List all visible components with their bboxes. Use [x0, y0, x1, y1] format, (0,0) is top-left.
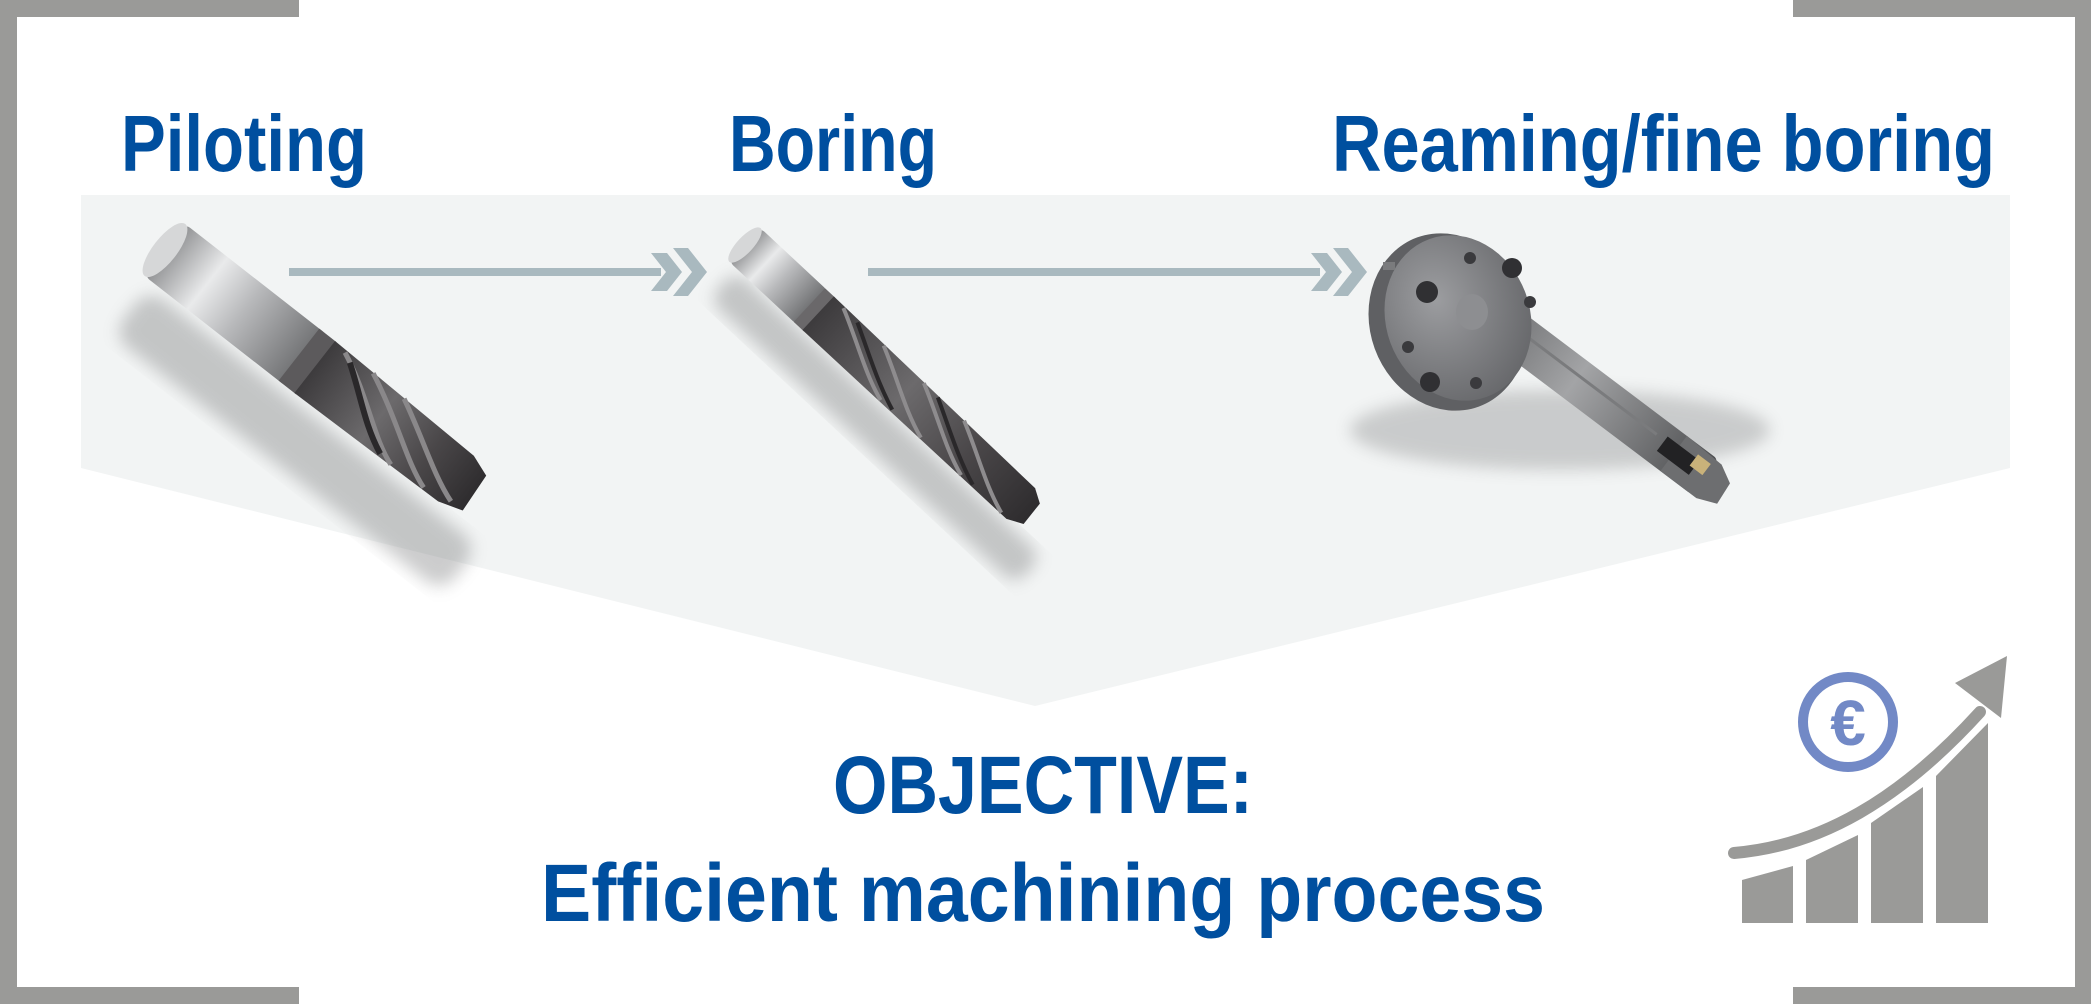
frame-bottom-right-horizontal [1793, 987, 2091, 1004]
frame-top-left-horizontal [0, 0, 299, 17]
objective-text: Efficient machining process [541, 848, 1545, 939]
frame-bottom-left-horizontal [0, 987, 299, 1004]
flange-disc [1368, 233, 1536, 411]
step-heading-reaming-fine-boring: Reaming/fine boring [1332, 99, 1995, 188]
bar-chart-icon [1742, 723, 1988, 923]
boring-tool-image [714, 227, 1040, 580]
reaming-tool-image [1350, 233, 1770, 504]
flow-arrow-1 [289, 248, 707, 296]
frame-left-vertical [0, 0, 17, 1004]
frame-right-vertical [2075, 0, 2091, 1004]
svg-text:€: € [1830, 687, 1866, 759]
step-heading-boring: Boring [729, 99, 937, 188]
euro-growth-icon: € [1728, 656, 2007, 923]
objective-title: OBJECTIVE: [833, 740, 1253, 831]
frame-top-right-horizontal [1793, 0, 2091, 17]
rising-arrow-icon [1728, 656, 2007, 859]
piloting-tool-image [119, 222, 487, 586]
step-heading-piloting: Piloting [121, 99, 367, 188]
euro-coin-icon: € [1798, 672, 1898, 772]
flow-arrow-2 [868, 248, 1367, 296]
